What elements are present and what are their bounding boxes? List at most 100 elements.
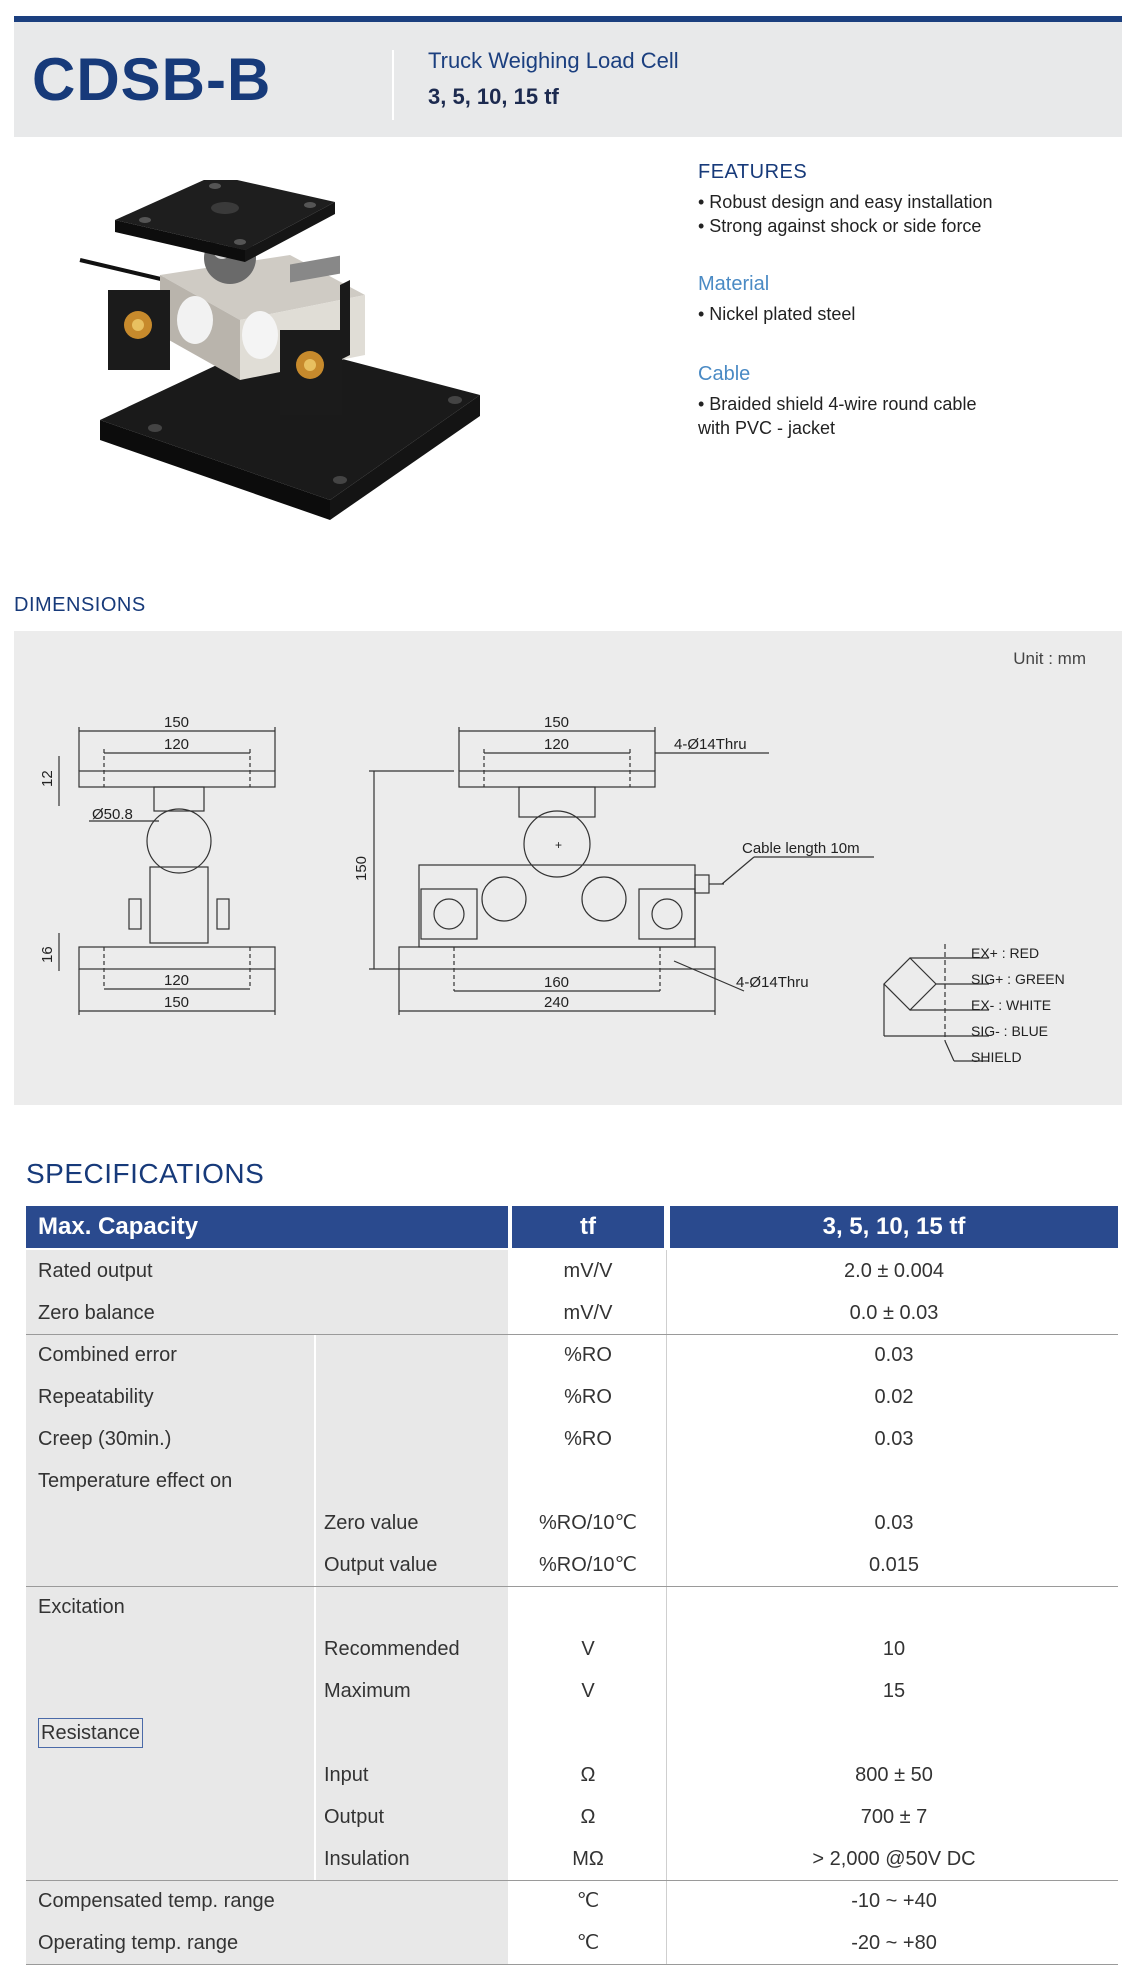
spec-label: Creep (30min.) [38, 1428, 172, 1450]
spec-value: 15 [882, 1680, 906, 1702]
wire-label: SIG- : BLUE [971, 1023, 1048, 1039]
group-divider [26, 1586, 1118, 1587]
spec-value: 0.03 [874, 1428, 914, 1450]
spec-unit: %RO [564, 1428, 612, 1450]
spec-sub-label: Recommended [324, 1638, 460, 1660]
spec-value: 2.0 ± 0.004 [844, 1260, 944, 1282]
unit-label: Unit : mm [1013, 649, 1086, 668]
spec-header-unit: tf [512, 1206, 664, 1248]
cable-heading: Cable [698, 363, 751, 385]
spec-value: 0.0 ± 0.03 [849, 1302, 939, 1324]
list-item: with PVC - jacket [698, 418, 836, 438]
dim-label: 120 [164, 972, 189, 989]
spec-sub-label: Insulation [324, 1848, 410, 1870]
svg-text:+: + [555, 838, 562, 852]
group-divider [26, 1964, 1118, 1965]
group-divider [26, 1334, 1118, 1335]
features-list: • Robust design and easy installation • … [698, 190, 993, 238]
cable-block: Cable • Braided shield 4-wire round cabl… [698, 362, 976, 440]
spec-sub-label: Zero value [324, 1512, 419, 1534]
dim-label: 120 [164, 736, 189, 753]
bolt-hole-icon [148, 424, 162, 432]
dim-label: Cable length 10m [742, 840, 860, 857]
spec-header-label: Max. Capacity [26, 1206, 508, 1248]
dim-label: 150 [164, 994, 189, 1011]
specifications-title: SPECIFICATIONS [26, 1158, 265, 1189]
spec-unit: ℃ [576, 1932, 600, 1954]
dim-label: 150 [353, 856, 370, 881]
spec-unit: Ω [580, 1764, 596, 1786]
header-rule [14, 16, 1122, 22]
list-item: • Braided shield 4-wire round cable [698, 394, 977, 414]
spec-value: -10 ~ +40 [851, 1890, 937, 1912]
spec-value: 0.015 [868, 1554, 920, 1576]
dim-label: 120 [544, 736, 569, 753]
list-item: • Strong against shock or side force [698, 216, 982, 236]
dim-label: 4-Ø14Thru [674, 736, 747, 753]
spec-label: Temperature effect on [38, 1470, 233, 1492]
dim-label: 16 [39, 946, 56, 963]
dimensions-panel: Unit : mm [14, 631, 1122, 1105]
spec-label: Rated output [38, 1260, 153, 1282]
spec-sub-label: Maximum [324, 1680, 411, 1702]
group-divider [26, 1880, 1118, 1881]
dim-label: 160 [544, 974, 569, 991]
sub-label-divider [314, 1334, 316, 1880]
spec-unit: %RO/10℃ [538, 1512, 638, 1534]
header-band: CDSB-B Truck Weighing Load Cell 3, 5, 10… [14, 22, 1122, 137]
product-capacity-range: 3, 5, 10, 15 tf [428, 84, 559, 109]
spec-value: > 2,000 @50V DC [812, 1848, 976, 1870]
spec-value: 10 [882, 1638, 906, 1660]
spec-value: 0.02 [874, 1386, 914, 1408]
material-block: Material • Nickel plated steel [698, 272, 855, 326]
dim-label: 150 [544, 714, 569, 731]
spec-unit: Ω [580, 1806, 596, 1828]
spec-unit: MΩ [572, 1848, 604, 1870]
list-item: • Nickel plated steel [698, 304, 856, 324]
dimensions-title: DIMENSIONS [14, 594, 146, 616]
product-subtitle: Truck Weighing Load Cell [428, 48, 679, 73]
spec-unit: V [581, 1638, 595, 1660]
wire-label: EX- : WHITE [971, 997, 1051, 1013]
cable-list: • Braided shield 4-wire round cable with… [698, 392, 976, 440]
features-block: FEATURES • Robust design and easy instal… [698, 160, 993, 238]
wire-label: SIG+ : GREEN [971, 971, 1065, 987]
product-code: CDSB-B [32, 46, 272, 113]
features-heading: FEATURES [698, 161, 808, 183]
spec-sub-label: Input [324, 1764, 369, 1786]
spec-unit: mV/V [563, 1260, 613, 1282]
spec-value: 700 ± 7 [860, 1806, 928, 1828]
spec-label: Operating temp. range [38, 1932, 239, 1954]
wire-label: SHIELD [971, 1049, 1022, 1065]
list-item: • Robust design and easy installation [698, 192, 993, 212]
spec-value: 0.03 [874, 1512, 914, 1534]
spec-sub-label: Output value [324, 1554, 438, 1576]
spec-header-value: 3, 5, 10, 15 tf [670, 1206, 1118, 1248]
spec-value: 0.03 [874, 1344, 914, 1366]
dimension-drawing: + 150 120 Ø50.8 12 16 120 150 150 120 4-… [39, 714, 1065, 1065]
dim-label: 12 [39, 770, 56, 787]
load-cell-product-photo [79, 180, 480, 520]
spec-value: -20 ~ +80 [851, 1932, 937, 1954]
dim-label: 240 [544, 994, 569, 1011]
spec-sub-label: Output [324, 1806, 385, 1828]
spec-unit: V [581, 1680, 595, 1702]
spec-unit: mV/V [563, 1302, 613, 1324]
spec-label: Compensated temp. range [38, 1890, 275, 1912]
spec-value: 800 ± 50 [855, 1764, 933, 1786]
spec-label: Combined error [38, 1344, 177, 1366]
value-column-divider [666, 1250, 667, 1964]
spec-label: Resistance [38, 1712, 143, 1754]
spec-unit: %RO [564, 1386, 612, 1408]
material-heading: Material [698, 273, 770, 295]
header-divider [392, 50, 394, 120]
spec-label: Zero balance [38, 1302, 155, 1324]
dim-label: 4-Ø14Thru [736, 974, 809, 991]
spec-unit: %RO/10℃ [538, 1554, 638, 1576]
dim-label: Ø50.8 [92, 806, 133, 823]
spec-label: Repeatability [38, 1386, 154, 1408]
spec-label: Excitation [38, 1596, 125, 1618]
wire-label: EX+ : RED [971, 945, 1039, 961]
dim-label: 150 [164, 714, 189, 731]
label-column-background [26, 1250, 508, 1964]
